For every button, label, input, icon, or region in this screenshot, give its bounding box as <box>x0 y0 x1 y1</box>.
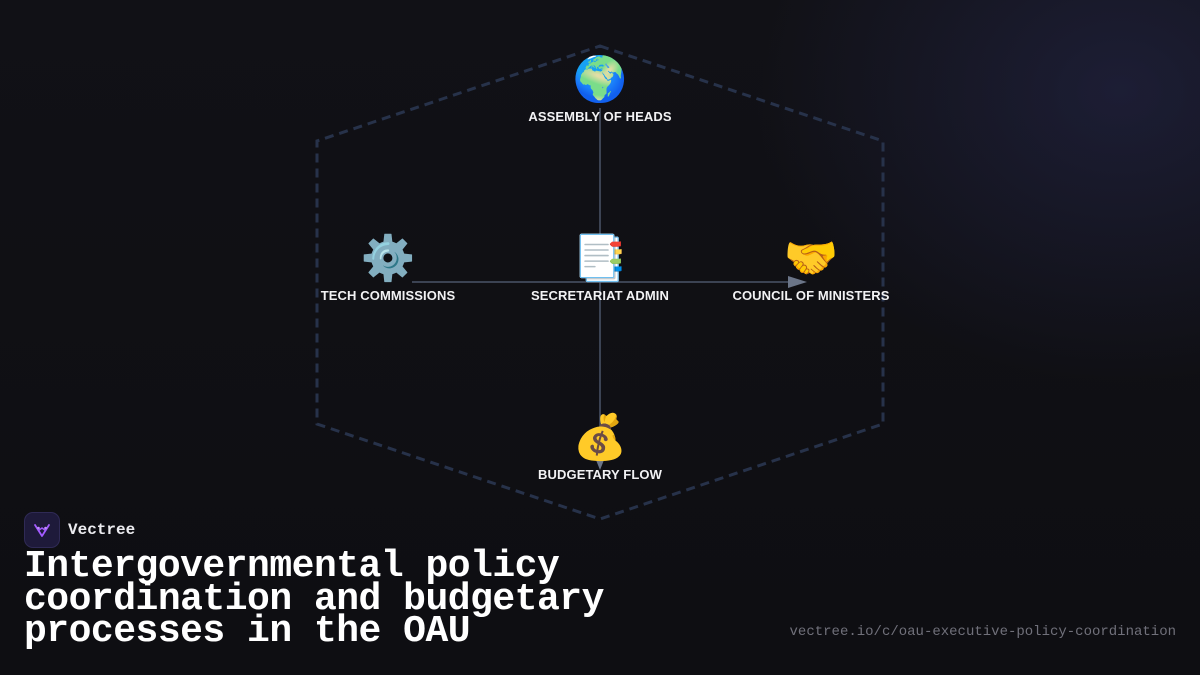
arrowhead-down <box>596 460 604 470</box>
node-label: COUNCIL OF MINISTERS <box>732 288 890 303</box>
money-bag-icon: 💰 <box>572 412 628 463</box>
node-tech-commissions: ⚙️ TECH COMMISSIONS <box>268 233 508 303</box>
node-budgetary-flow: 💰 BUDGETARY FLOW <box>480 412 720 482</box>
brand-name: Vectree <box>68 521 136 539</box>
node-council-of-ministers: 🤝 COUNCIL OF MINISTERS <box>691 233 931 303</box>
notebook-icon: 📑 <box>572 233 628 284</box>
node-label: SECRETARIAT ADMIN <box>531 288 669 303</box>
handshake-icon: 🤝 <box>783 233 839 284</box>
hexagon-frame <box>315 44 885 521</box>
node-assembly-of-heads: 🌍 ASSEMBLY OF HEADS <box>480 54 720 124</box>
node-label: TECH COMMISSIONS <box>320 288 456 303</box>
page-title: Intergovernmental policy coordination an… <box>24 545 604 653</box>
node-secretariat-admin: 📑 SECRETARIAT ADMIN <box>480 233 720 303</box>
globe-icon: 🌍 <box>572 54 628 105</box>
gear-icon: ⚙️ <box>360 233 416 284</box>
arrowhead-right <box>788 276 807 288</box>
brand: Vectree <box>24 512 135 548</box>
page-url: vectree.io/c/oau-executive-policy-coordi… <box>789 624 1176 640</box>
node-label: BUDGETARY FLOW <box>538 467 662 482</box>
node-label: ASSEMBLY OF HEADS <box>528 109 672 124</box>
vectree-logo-icon <box>24 512 60 548</box>
